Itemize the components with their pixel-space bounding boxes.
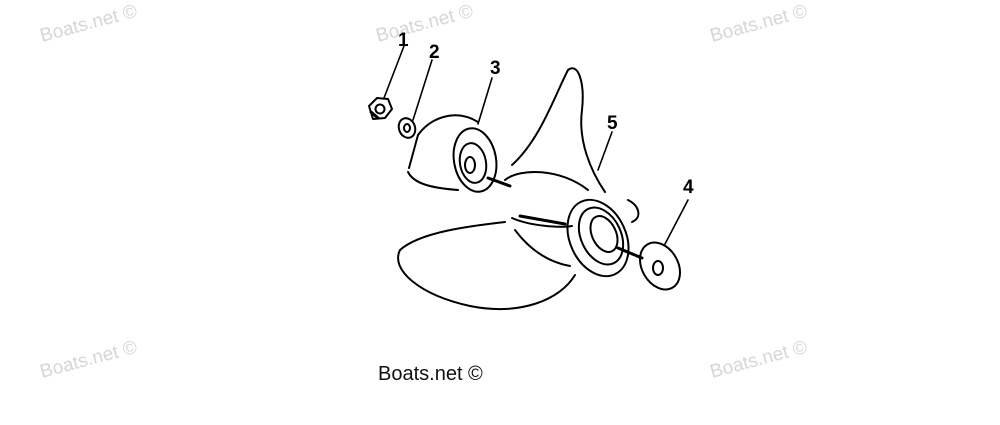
watermark-bottom-right: Boats.net © bbox=[708, 337, 810, 383]
part-5-propeller bbox=[397, 67, 644, 310]
watermark-top-left: Boats.net © bbox=[38, 1, 140, 47]
watermark-bottom-left: Boats.net © bbox=[38, 337, 140, 383]
part-4-washer bbox=[639, 241, 681, 291]
part-2-washer bbox=[397, 117, 417, 139]
callout-2: 2 bbox=[429, 42, 440, 63]
callout-1: 1 bbox=[398, 30, 409, 51]
watermarks: Boats.net © Boats.net © Boats.net © Boat… bbox=[38, 1, 810, 383]
leader-4 bbox=[664, 199, 689, 245]
callout-3: 3 bbox=[490, 58, 501, 79]
leader-2 bbox=[412, 59, 433, 121]
watermark-top-center: Boats.net © bbox=[374, 1, 476, 47]
callout-5: 5 bbox=[607, 113, 618, 134]
callout-4: 4 bbox=[683, 177, 694, 198]
part-1-nut bbox=[368, 97, 393, 120]
part-3-spacer bbox=[407, 114, 498, 193]
watermark-top-right: Boats.net © bbox=[708, 1, 810, 47]
leader-lines bbox=[383, 45, 689, 245]
leader-3 bbox=[477, 77, 493, 125]
callouts: 1 2 3 4 5 bbox=[398, 30, 694, 198]
credit-text: Boats.net © bbox=[378, 363, 483, 385]
leader-1 bbox=[383, 45, 405, 99]
leader-5 bbox=[597, 131, 613, 171]
